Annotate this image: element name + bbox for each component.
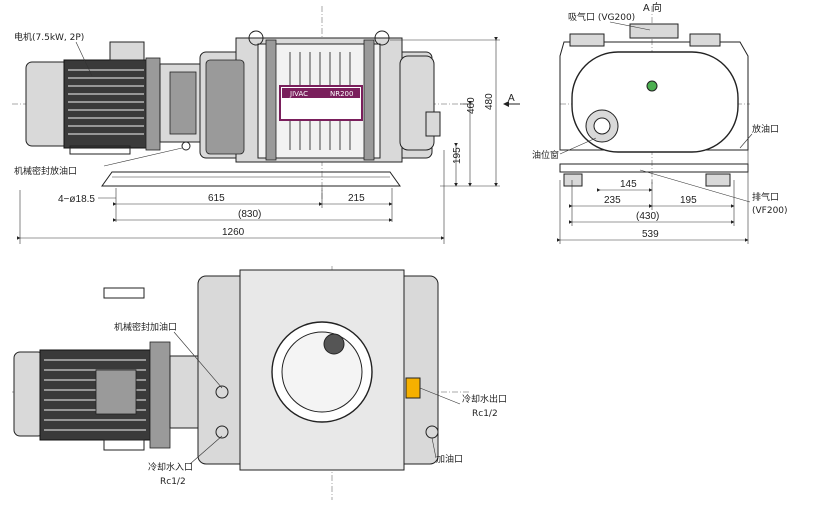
motor-top [13,341,217,449]
dim-615: 615 [208,193,225,204]
label-exhaust-spec: (VF200) [752,206,788,216]
dim-480: 480 [484,93,495,110]
label-seal-drain: 机械密封放油口 [14,165,77,177]
base-plate [101,171,401,187]
label-exhaust: 排气口 [752,191,779,203]
label-cooling-out: 冷却水出口 [462,393,507,405]
model-text: NR200 [330,90,353,98]
label-seal-fill: 机械密封加油口 [114,321,177,333]
dim-195-vertical: 195 [452,147,463,164]
warning-label [405,377,421,399]
label-oil-sight: 油位窗 [532,149,559,161]
front-view: JIVAC NR200 615 215 (830) 1260 4−ø18.5 [12,6,520,244]
dim-460: 460 [466,97,477,114]
dim-1260: 1260 [222,227,245,238]
dim-830: (830) [238,209,261,220]
label-cooling-in: 冷却水入口 [148,461,193,473]
lifting-eye-right [374,30,390,46]
dim-430: (430) [636,211,659,222]
brand-text: JIVAC [289,90,308,98]
arrow-a-label: A [508,93,515,104]
dim-215: 215 [348,193,365,204]
dim-539: 539 [642,229,659,240]
label-inlet: 吸气口 (VG200) [568,11,635,23]
label-oil-fill: 加油口 [436,453,463,465]
dim-195-horizontal: 195 [680,195,697,206]
pump-body-top [103,269,439,471]
label-cooling-in-spec: Rc1/2 [160,477,186,487]
lifting-eye-left [248,30,264,46]
dim-235: 235 [604,195,621,206]
label-oil-drain: 放油口 [752,123,779,135]
top-view: 机械密封加油口 冷却水入口 Rc1/2 冷却水出口 Rc1/2 加油口 [12,266,507,500]
motor [25,41,203,155]
dim-145: 145 [620,179,637,190]
label-cooling-out-spec: Rc1/2 [472,409,498,419]
label-motor: 电机(7.5kW, 2P) [14,31,84,43]
dim-holes: 4−ø18.5 [58,194,95,205]
pump-body-front: JIVAC NR200 [181,30,441,163]
side-view: 145 235 195 (430) 539 A 向 吸气口 (VG200) 油位… [532,1,788,244]
label-view-direction: A 向 [643,1,662,14]
